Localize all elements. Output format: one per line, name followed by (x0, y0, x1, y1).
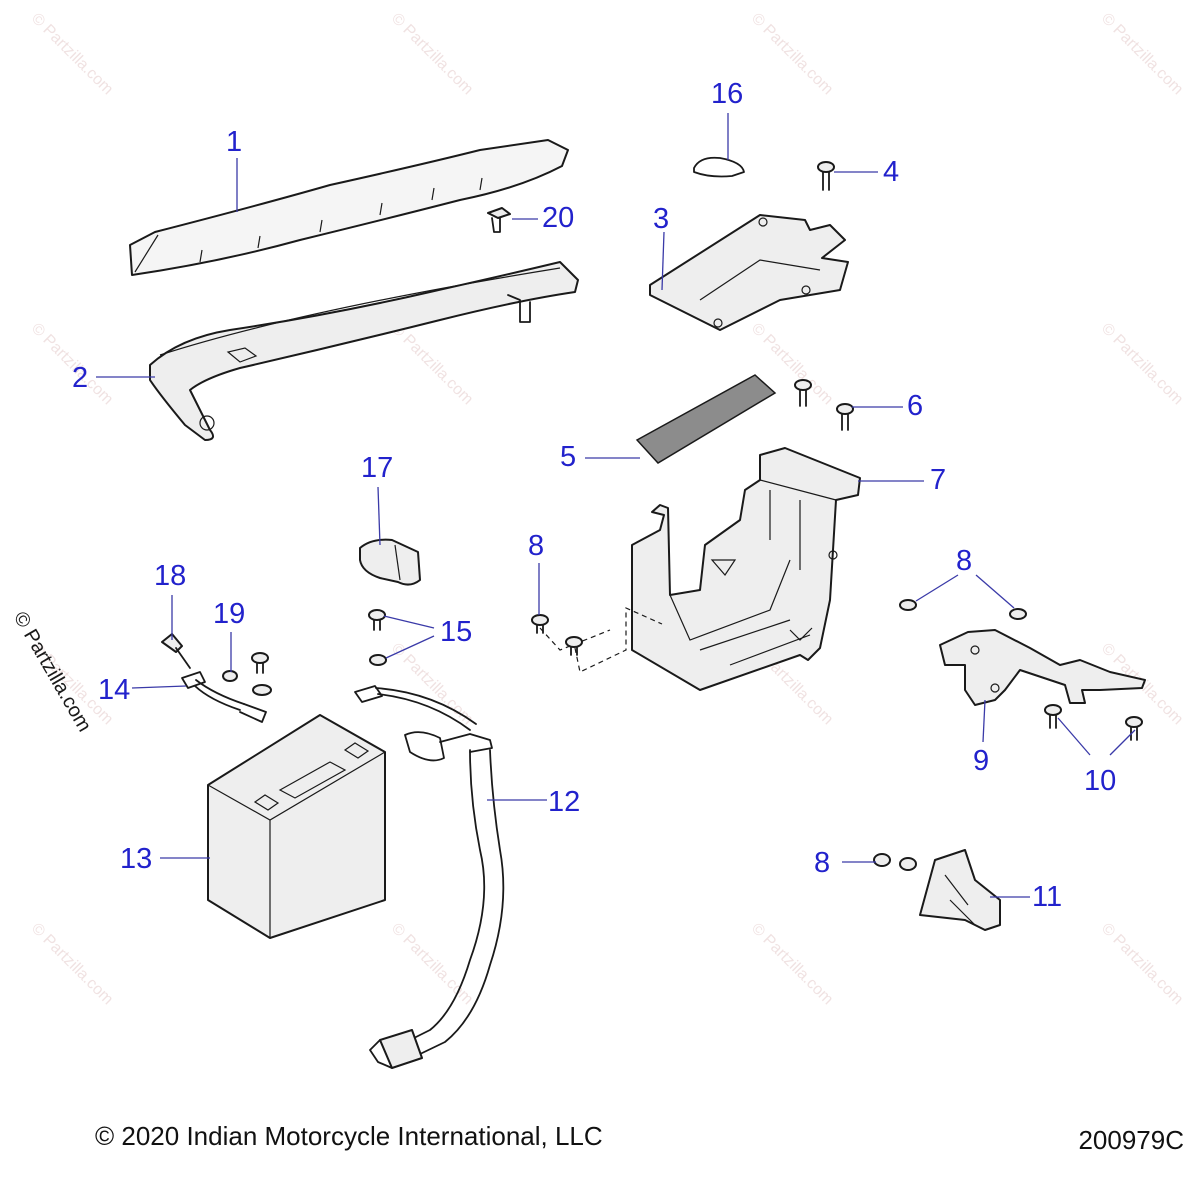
part-battery-box-7 (631, 447, 861, 691)
callout-10: 10 (1084, 765, 1117, 797)
part-strap-16 (693, 156, 745, 178)
assembly-dashed-lines (539, 607, 663, 673)
part-bolt-4 (817, 161, 835, 191)
part-bolts-8b (899, 599, 1027, 620)
part-nut-19 (222, 652, 272, 696)
callout-1: 1 (226, 126, 243, 158)
copyright-notice: © 2020 Indian Motorcycle International, … (95, 1121, 603, 1151)
part-channel-2 (149, 261, 579, 441)
callout-14: 14 (98, 674, 131, 706)
callout-19: 19 (213, 598, 246, 630)
part-cable-14 (181, 671, 267, 723)
callout-3: 3 (653, 203, 670, 235)
callout-16: 16 (711, 78, 744, 110)
callout-12: 12 (548, 786, 581, 818)
document-number: 200979C (1078, 1125, 1184, 1155)
callout-17: 17 (361, 452, 394, 484)
part-plate-3 (649, 214, 849, 331)
callout-5: 5 (560, 441, 577, 473)
callout-15: 15 (440, 616, 473, 648)
leader-lines (96, 113, 1136, 898)
callout-4: 4 (883, 156, 900, 188)
part-bolts-8c (873, 853, 917, 871)
part-pad-5 (635, 374, 777, 464)
callout-8: 8 (528, 530, 545, 562)
callout-11: 11 (1032, 881, 1063, 913)
callout-9: 9 (973, 745, 990, 777)
part-bolt-18 (161, 633, 191, 669)
part-bolts-6 (794, 379, 854, 431)
part-cover-1 (129, 139, 569, 276)
callout-8: 8 (814, 847, 831, 879)
part-bracket-9 (939, 629, 1146, 706)
callout-20: 20 (542, 202, 575, 234)
callout-18: 18 (154, 560, 187, 592)
callout-13: 13 (120, 843, 153, 875)
part-clip-20 (487, 207, 511, 233)
callout-7: 7 (930, 464, 947, 496)
part-bolts-8a (531, 614, 583, 656)
part-bracket-11 (919, 849, 1001, 931)
part-battery-13 (207, 714, 386, 939)
callout-6: 6 (907, 390, 924, 422)
part-bolts-10 (1044, 704, 1143, 741)
part-boot-17 (359, 538, 421, 586)
part-fastener-15 (368, 609, 387, 666)
callout-8: 8 (956, 545, 973, 577)
callout-2: 2 (72, 362, 89, 394)
